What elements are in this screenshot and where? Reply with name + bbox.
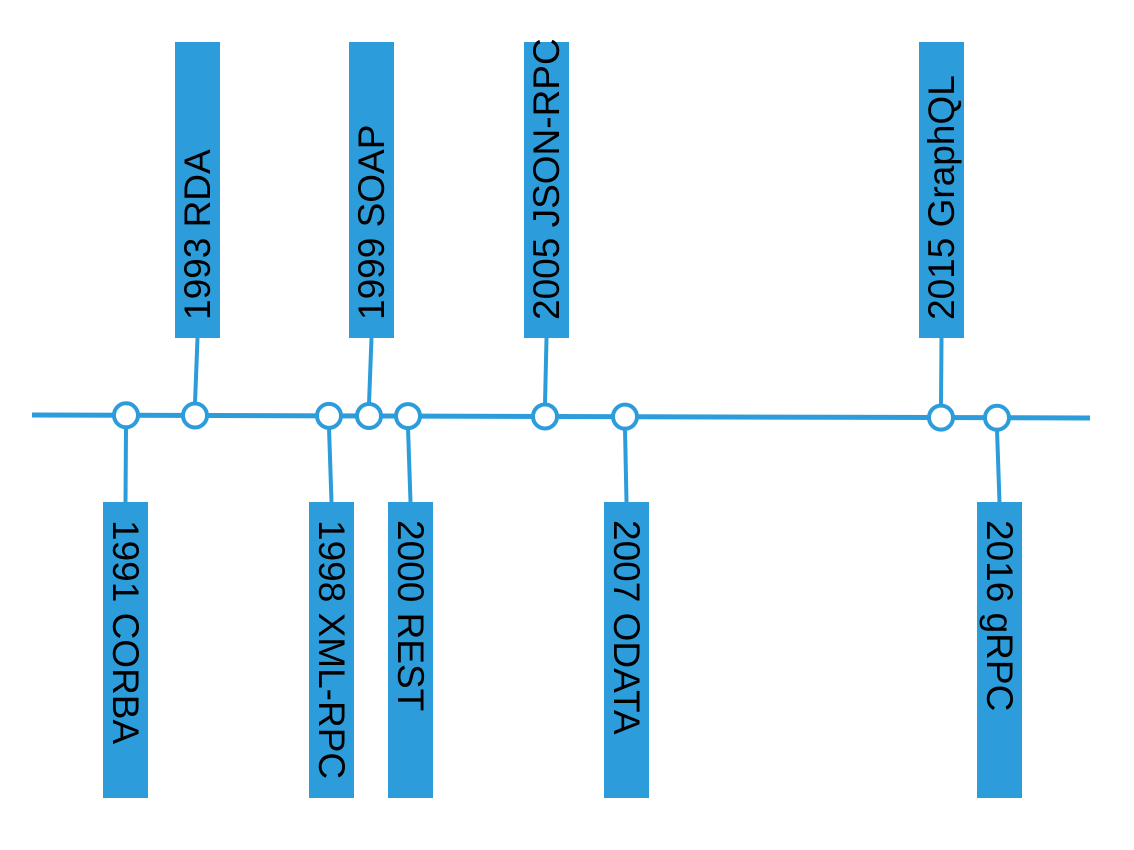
event-node xyxy=(983,403,1011,432)
event-label: 2016 gRPC xyxy=(979,520,1020,711)
event-connector xyxy=(995,429,1002,503)
timeline-events: 1991 CORBA 1993 RDA 1998 XML-RPC 1999 SOAP 2… xyxy=(103,38,1022,798)
event-node xyxy=(112,401,140,430)
event-label-box xyxy=(103,502,148,798)
event-label-box xyxy=(388,502,433,798)
event-label: 2015 GraphQL xyxy=(921,75,962,320)
event-label-box xyxy=(524,42,569,338)
event-label-box xyxy=(309,502,354,798)
event-1999-soap: 1999 SOAP xyxy=(349,42,394,430)
event-2000-rest: 2000 REST xyxy=(388,402,433,798)
event-2016-grpc: 2016 gRPC xyxy=(977,403,1022,798)
event-label: 1998 XML-RPC xyxy=(311,520,352,779)
event-node xyxy=(315,401,343,430)
event-node xyxy=(181,401,209,430)
event-2007-odata: 2007 ODATA xyxy=(604,402,649,798)
event-1998-xml-rpc: 1998 XML-RPC xyxy=(309,401,354,798)
event-label: 1993 RDA xyxy=(177,149,218,320)
event-1991-corba: 1991 CORBA xyxy=(103,401,148,798)
event-node xyxy=(611,402,639,431)
event-label-box xyxy=(977,502,1022,798)
event-label: 1999 SOAP xyxy=(351,125,392,320)
event-label-box xyxy=(175,42,220,338)
event-connector xyxy=(543,337,549,405)
event-connector xyxy=(123,427,128,503)
event-connector xyxy=(193,337,200,404)
event-2005-json-rpc: 2005 JSON-RPC xyxy=(524,38,569,431)
event-label-box xyxy=(919,42,964,338)
event-label-box xyxy=(604,502,649,798)
event-connector xyxy=(367,337,374,405)
event-connector xyxy=(406,427,413,503)
event-connector xyxy=(939,337,944,406)
event-node xyxy=(927,403,955,432)
event-2015-graphql: 2015 GraphQL xyxy=(919,42,964,432)
event-1993-rda: 1993 RDA xyxy=(175,42,220,430)
event-connector xyxy=(623,428,629,503)
event-label: 2000 REST xyxy=(390,520,431,711)
event-node xyxy=(394,402,422,431)
event-label: 2005 JSON-RPC xyxy=(526,38,567,320)
event-connector xyxy=(327,427,334,503)
event-node xyxy=(355,401,383,430)
event-label: 2007 ODATA xyxy=(606,520,647,735)
event-label-box xyxy=(349,42,394,338)
event-label: 1991 CORBA xyxy=(105,520,146,744)
event-node xyxy=(531,402,559,431)
